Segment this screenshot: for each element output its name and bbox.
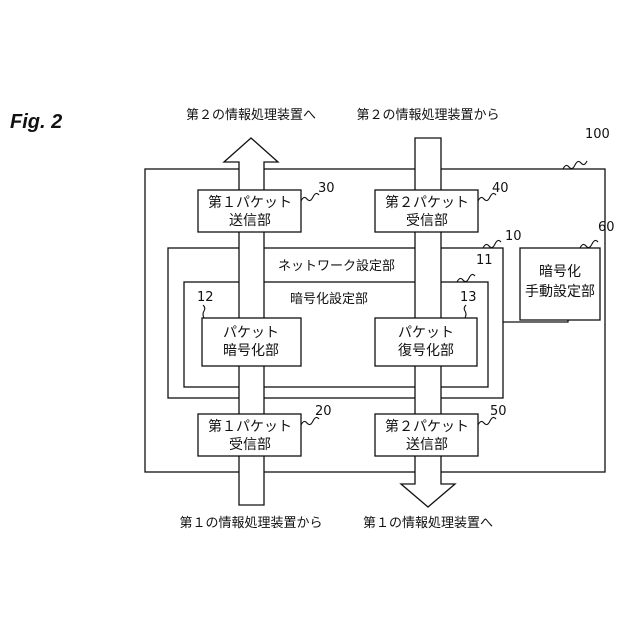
first-packet-receiver-line1: 第１パケット — [208, 418, 292, 435]
label-to-second-device: 第２の情報処理装置へ — [186, 108, 316, 123]
encryption-setting-label: 暗号化設定部 — [290, 291, 368, 307]
ref-packet-decryptor: 13 — [460, 290, 477, 305]
manual-encryption-line2: 手動設定部 — [525, 284, 595, 300]
packet-decryptor-line2: 復号化部 — [398, 342, 454, 359]
ref-network-setting: 10 — [505, 229, 522, 244]
second-packet-transmitter-line2: 送信部 — [406, 437, 448, 453]
figure-label: Fig. 2 — [10, 111, 62, 133]
ref-packet-encryptor: 12 — [197, 290, 214, 305]
ref-first-packet-receiver: 20 — [315, 404, 332, 419]
ref-second-packet-receiver: 40 — [492, 181, 509, 196]
ref-first-packet-transmitter: 30 — [318, 181, 335, 196]
label-from-second-device: 第２の情報処理装置から — [356, 108, 499, 123]
first-packet-transmitter-line1: 第１パケット — [208, 194, 292, 211]
second-packet-transmitter-line1: 第２パケット — [385, 418, 469, 435]
label-from-first-device: 第１の情報処理装置から — [179, 516, 322, 531]
ref-device: 100 — [585, 127, 610, 142]
ref-manual-encryption: 60 — [598, 220, 615, 235]
first-packet-receiver-line2: 受信部 — [229, 437, 271, 453]
device-leader — [563, 161, 587, 169]
packet-encryptor-line2: 暗号化部 — [223, 343, 279, 359]
packet-decryptor-line1: パケット — [398, 325, 454, 341]
second-packet-receiver-line1: 第２パケット — [385, 194, 469, 211]
ref-encryption-setting: 11 — [476, 253, 493, 268]
ref-second-packet-transmitter: 50 — [490, 404, 507, 419]
network-setting-label: ネットワーク設定部 — [278, 258, 395, 274]
label-to-first-device: 第１の情報処理装置へ — [363, 516, 493, 531]
second-packet-receiver-line2: 受信部 — [406, 213, 448, 229]
first-packet-transmitter-line2: 送信部 — [229, 213, 271, 229]
packet-encryptor-line1: パケット — [223, 325, 279, 341]
manual-encryption-line1: 暗号化 — [539, 264, 581, 280]
